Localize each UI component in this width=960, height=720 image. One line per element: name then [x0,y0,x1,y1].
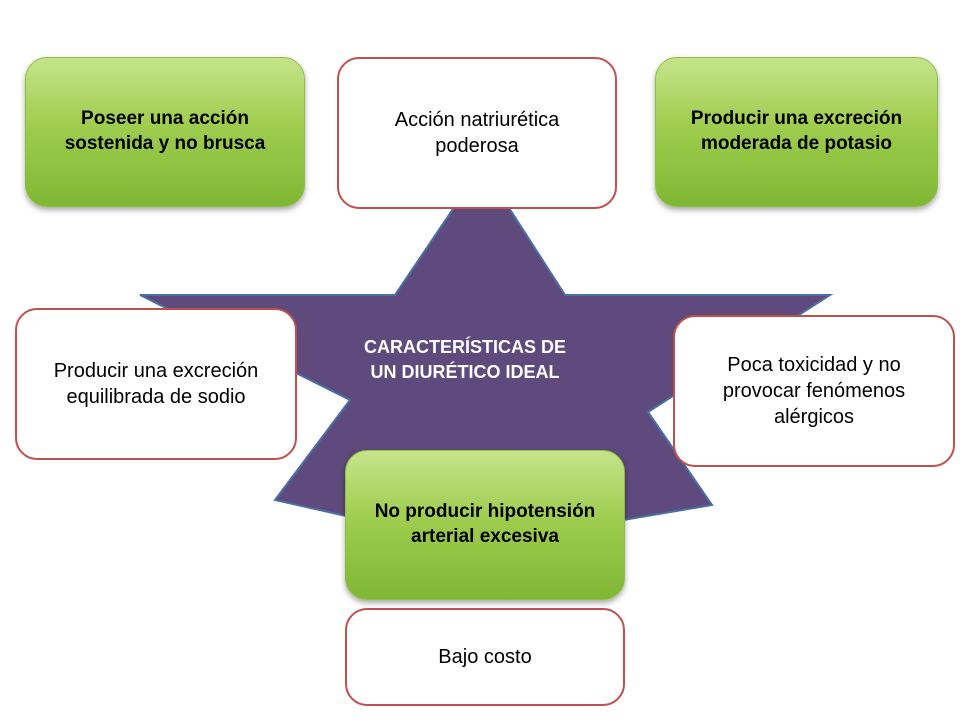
box-sodium-excretion: Producir una excreción equilibrada de so… [15,308,297,460]
box-low-toxicity-text: Poca toxicidad y no provocar fenómenos a… [722,354,906,428]
box-no-hypotension: No producir hipotensión arterial excesiv… [345,450,625,600]
center-title-text: CARACTERÍSTICAS DE UN DIURÉTICO IDEAL [363,336,566,382]
box-low-cost-text: Bajo costo [438,646,532,668]
box-low-cost: Bajo costo [345,608,625,706]
box-potassium-excretion-text: Producir una excreción moderada de potas… [690,108,903,154]
box-no-hypotension-text: No producir hipotensión arterial excesiv… [374,501,596,547]
center-title: CARACTERÍSTICAS DE UN DIURÉTICO IDEAL [350,310,580,410]
box-potassium-excretion: Producir una excreción moderada de potas… [655,57,938,207]
box-low-toxicity: Poca toxicidad y no provocar fenómenos a… [673,315,955,467]
box-natriuretic-action: Acción natriurética poderosa [337,57,617,209]
box-sodium-excretion-text: Producir una excreción equilibrada de so… [53,360,259,408]
box-natriuretic-action-text: Acción natriurética poderosa [394,109,560,157]
box-sustained-action: Poseer una acción sostenida y no brusca [25,57,305,207]
box-sustained-action-text: Poseer una acción sostenida y no brusca [64,108,266,154]
